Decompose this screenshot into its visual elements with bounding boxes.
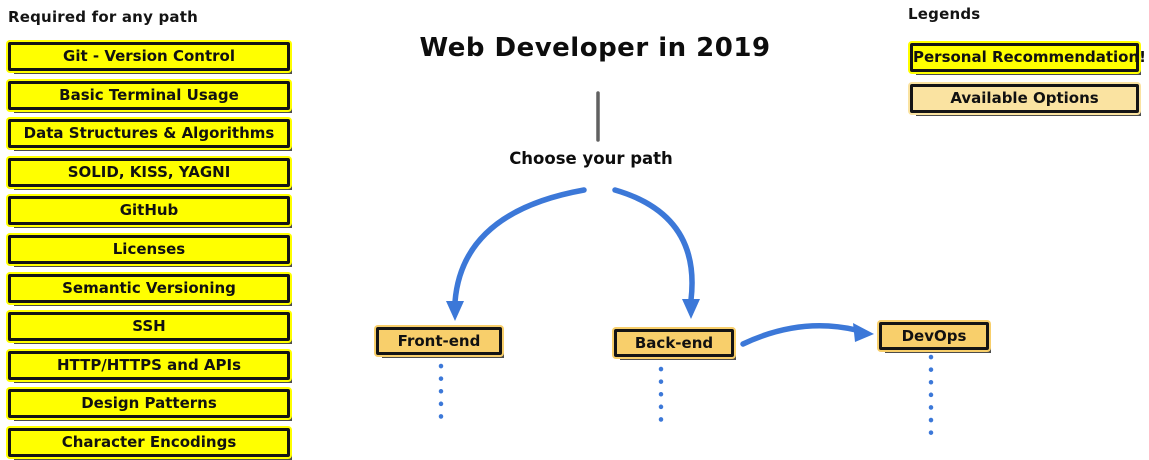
required-item-semver: Semantic Versioning bbox=[8, 273, 290, 303]
arrow-backend-to-devops-head bbox=[853, 323, 874, 342]
required-item-licenses: Licenses bbox=[8, 234, 290, 264]
required-item-http: HTTP/HTTPS and APIs bbox=[8, 350, 290, 380]
legends-header: Legends bbox=[908, 5, 981, 23]
required-item-github: GitHub bbox=[8, 196, 290, 226]
arrow-to-frontend bbox=[452, 187, 587, 305]
legend-personal-recommendation: Personal Recommendation! bbox=[910, 43, 1146, 72]
arrow-backend-to-devops bbox=[740, 323, 859, 347]
required-item-data-structures: Data Structures & Algorithms bbox=[8, 119, 290, 149]
required-item-terminal: Basic Terminal Usage bbox=[8, 80, 290, 110]
required-item-solid: SOLID, KISS, YAGNI bbox=[8, 157, 290, 187]
required-section: Required for any path Git - Version Cont… bbox=[8, 8, 298, 460]
required-item-design-patterns: Design Patterns bbox=[8, 389, 290, 419]
frontend-node: Front-end bbox=[376, 327, 502, 355]
legend-available-options: Available Options bbox=[910, 84, 1139, 113]
arrow-to-frontend-head bbox=[446, 301, 464, 321]
legends-section: Legends Personal Recommendation! Availab… bbox=[908, 5, 1149, 125]
required-item-ssh: SSH bbox=[8, 312, 290, 342]
required-item-character-encodings: Character Encodings bbox=[8, 427, 290, 457]
required-item-git: Git - Version Control bbox=[8, 42, 290, 71]
devops-node: DevOps bbox=[879, 322, 989, 350]
choose-your-path-label: Choose your path bbox=[509, 149, 673, 168]
page-title: Web Developer in 2019 bbox=[419, 33, 771, 63]
required-header: Required for any path bbox=[8, 8, 198, 26]
backend-node: Back-end bbox=[614, 329, 734, 357]
arrow-to-backend-head bbox=[682, 299, 700, 319]
arrow-to-backend bbox=[612, 187, 695, 303]
